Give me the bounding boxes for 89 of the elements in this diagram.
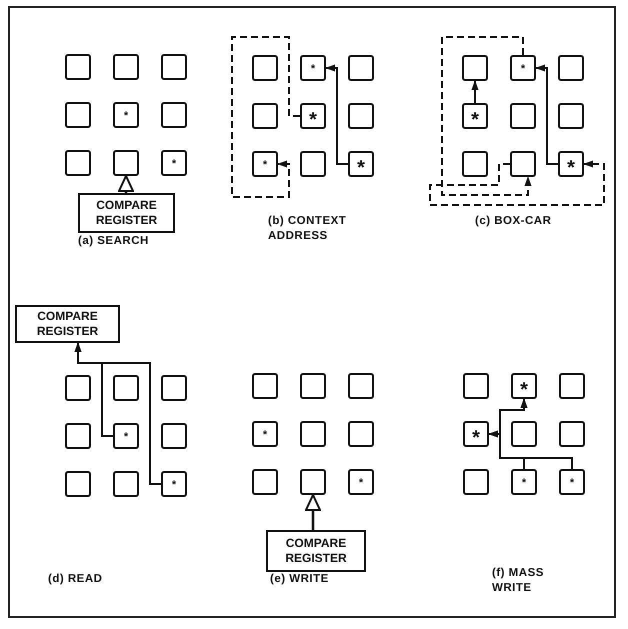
dashed-arrow	[231, 36, 300, 198]
memory-cell	[348, 469, 374, 495]
dashed-arrow	[441, 36, 532, 196]
memory-cell	[65, 423, 91, 449]
memory-cell	[65, 54, 91, 80]
panel-caption: (e) WRITE	[270, 572, 330, 587]
memory-cell	[252, 421, 278, 447]
memory-cell	[462, 151, 488, 177]
asterisk-mark: *	[124, 110, 128, 122]
memory-cell	[113, 423, 139, 449]
memory-cell	[252, 103, 278, 129]
panel-caption: (a) SEARCH	[78, 234, 150, 249]
memory-cell	[161, 471, 187, 497]
panel-caption: (f) MASS WRITE	[492, 566, 545, 596]
memory-cell	[252, 469, 278, 495]
memory-cell	[511, 469, 537, 495]
register-box: COMPARE REGISTER	[15, 305, 120, 343]
memory-cell	[252, 55, 278, 81]
memory-cell	[300, 151, 326, 177]
memory-cell	[463, 421, 489, 447]
memory-cell	[559, 469, 585, 495]
asterisk-mark: *	[471, 110, 479, 130]
asterisk-mark: *	[357, 158, 365, 178]
memory-cell	[510, 103, 536, 129]
asterisk-mark: *	[172, 158, 176, 170]
asterisk-mark: *	[358, 478, 364, 488]
asterisk-mark: *	[309, 110, 317, 130]
arrow	[74, 342, 113, 437]
asterisk-mark: *	[520, 64, 526, 74]
memory-cell	[161, 375, 187, 401]
panel-caption: (c) BOX-CAR	[475, 214, 552, 229]
panel-caption: (d) READ	[48, 572, 104, 587]
memory-cell	[113, 102, 139, 128]
arrow	[325, 64, 348, 165]
memory-cell	[559, 421, 585, 447]
asterisk-mark: *	[522, 478, 526, 488]
memory-cell	[65, 471, 91, 497]
memory-cell	[558, 103, 584, 129]
memory-cell	[161, 54, 187, 80]
memory-cell	[300, 469, 326, 495]
memory-cell	[65, 150, 91, 176]
memory-cell	[300, 373, 326, 399]
memory-cell	[300, 55, 326, 81]
memory-cell	[300, 103, 326, 129]
memory-cell	[161, 150, 187, 176]
memory-cell	[161, 102, 187, 128]
memory-cell	[348, 421, 374, 447]
memory-cell	[510, 151, 536, 177]
memory-cell	[65, 375, 91, 401]
asterisk-mark: *	[124, 432, 128, 442]
register-box: COMPARE REGISTER	[78, 193, 175, 233]
memory-cell	[463, 373, 489, 399]
memory-cell	[113, 150, 139, 176]
memory-cell	[558, 55, 584, 81]
asterisk-mark: *	[172, 480, 176, 490]
memory-cell	[113, 471, 139, 497]
memory-cell	[348, 373, 374, 399]
memory-cell	[161, 423, 187, 449]
dashed-arrow	[429, 160, 605, 206]
asterisk-mark: *	[310, 64, 316, 74]
asterisk-mark: *	[472, 428, 480, 448]
arrow	[305, 494, 321, 530]
memory-cell	[252, 151, 278, 177]
memory-cell	[65, 102, 91, 128]
memory-cell	[462, 103, 488, 129]
memory-cell	[511, 421, 537, 447]
arrow	[535, 64, 558, 165]
asterisk-mark: *	[570, 478, 574, 488]
register-box: COMPARE REGISTER	[266, 530, 366, 572]
memory-cell	[348, 151, 374, 177]
memory-cell	[252, 373, 278, 399]
asterisk-mark: *	[262, 430, 268, 440]
arrow	[118, 175, 134, 193]
asterisk-mark: *	[262, 160, 268, 170]
memory-cell	[558, 151, 584, 177]
memory-cell	[113, 54, 139, 80]
panel-caption: (b) CONTEXT ADDRESS	[268, 214, 348, 244]
memory-cell	[462, 55, 488, 81]
memory-cell	[348, 55, 374, 81]
memory-cell	[511, 373, 537, 399]
memory-cell	[510, 55, 536, 81]
asterisk-mark: *	[520, 380, 528, 400]
memory-cell	[559, 373, 585, 399]
asterisk-mark: *	[567, 158, 575, 178]
memory-cell	[463, 469, 489, 495]
arrow	[472, 80, 478, 103]
memory-cell	[300, 421, 326, 447]
memory-cell	[113, 375, 139, 401]
memory-cell	[348, 103, 374, 129]
